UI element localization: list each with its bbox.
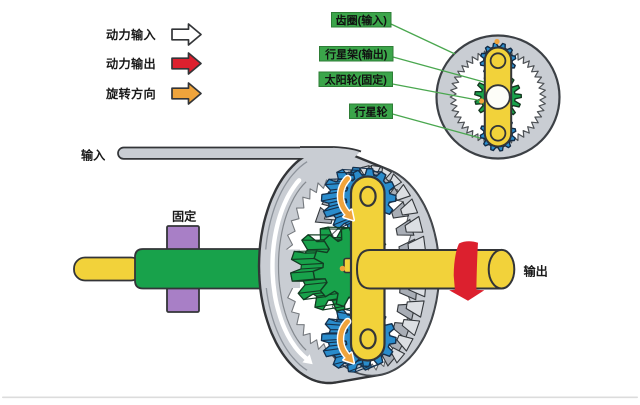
svg-text:太阳轮(固定): 太阳轮(固定) [324,72,388,86]
svg-text:输入: 输入 [81,148,106,163]
svg-text:旋转方向: 旋转方向 [105,86,156,101]
svg-text:固定: 固定 [172,209,197,224]
svg-text:行星架(输出): 行星架(输出) [324,47,388,61]
svg-text:齿圈(输入): 齿圈(输入) [336,13,388,27]
svg-text:行星轮: 行星轮 [354,104,388,118]
svg-text:输出: 输出 [524,264,548,279]
svg-text:动力输出: 动力输出 [106,56,156,71]
svg-text:动力输入: 动力输入 [106,27,156,42]
